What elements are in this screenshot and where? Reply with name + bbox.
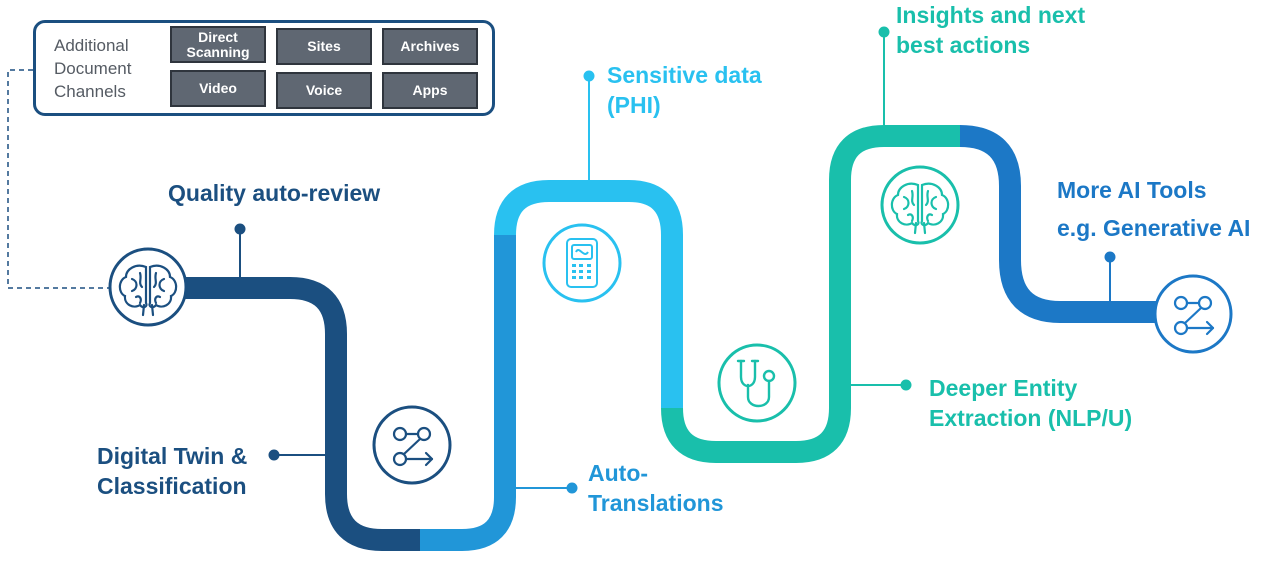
leader-deeper-entity [851, 379, 912, 391]
brain-icon [108, 247, 188, 327]
label-deeper-entity-extraction: Deeper Entity Extraction (NLP/U) [929, 375, 1133, 431]
label-auto-translations: Auto- Translations [588, 460, 724, 516]
path-segment-teal [661, 125, 960, 463]
panel-title: Additional Document Channels [54, 36, 132, 101]
chip-direct-scanning: Direct Scanning [170, 26, 266, 63]
path-segment-navy [150, 277, 420, 551]
leader-digital-twin [268, 449, 326, 461]
label-quality-auto-review: Quality auto-review [168, 180, 381, 206]
chip-video: Video [170, 70, 266, 107]
label-sensitive-data: Sensitive data (PHI) [607, 62, 762, 118]
workflow-icon [1153, 274, 1233, 354]
chip-voice: Voice [276, 72, 372, 109]
channels-connector [7, 69, 112, 289]
translator-device-icon [542, 223, 622, 303]
chip-apps: Apps [382, 72, 478, 109]
stethoscope-icon [717, 343, 797, 423]
path-segment-sky-blue [494, 180, 683, 408]
leader-auto-translations [516, 482, 578, 494]
leader-more-ai [1104, 251, 1116, 301]
label-digital-twin-classification: Digital Twin & Classification [97, 443, 248, 499]
path-segment-blue [959, 125, 1165, 323]
chip-sites: Sites [276, 28, 372, 65]
chip-archives: Archives [382, 28, 478, 65]
brain-icon [880, 165, 960, 245]
label-insights-next-best-actions: Insights and next best actions [896, 2, 1086, 58]
leader-quality [234, 223, 246, 278]
label-more-ai-tools: More AI Tools e.g. Generative AI [1057, 177, 1251, 241]
leader-insights [878, 26, 890, 125]
leader-sensitive-data [583, 70, 595, 180]
workflow-icon [372, 405, 452, 485]
path-segment-mid-blue [420, 235, 516, 551]
document-channels-panel: Additional Document Channels Direct Scan… [33, 20, 495, 116]
